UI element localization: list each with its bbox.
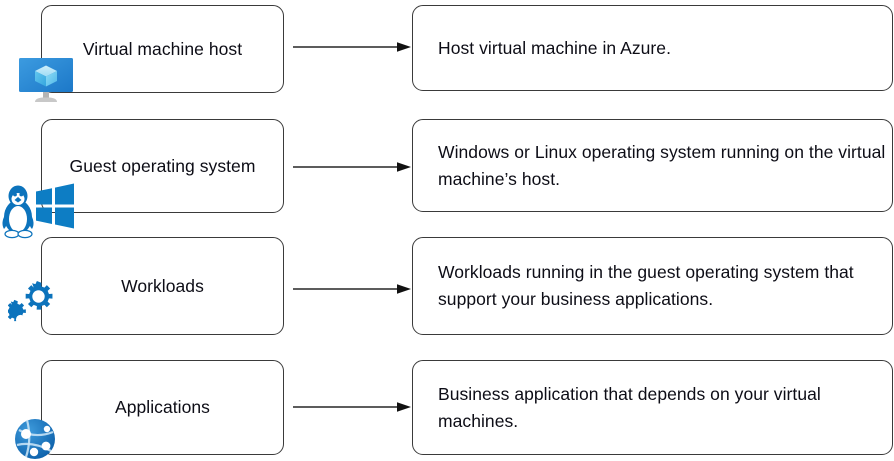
description-label: Host virtual machine in Azure. xyxy=(438,37,671,58)
description-box-guest-operating-system[interactable]: Windows or Linux operating system runnin… xyxy=(412,119,893,212)
term-label: Guest operating system xyxy=(69,155,256,176)
azure-virtual-machine-icon xyxy=(19,58,73,102)
network-globe-icon xyxy=(15,419,55,459)
linux-penguin-windows-logo-icon xyxy=(2,183,74,239)
term-box-applications[interactable]: Applications xyxy=(41,360,284,455)
arrow-right-icon-row4 xyxy=(293,402,411,412)
term-label: Applications xyxy=(115,397,210,417)
gears-icon xyxy=(8,280,53,325)
term-box-guest-operating-system[interactable]: Guest operating system xyxy=(41,119,284,213)
arrow-right-icon-row1 xyxy=(293,42,411,52)
term-label: Virtual machine host xyxy=(82,38,243,59)
term-box-virtual-machine-host[interactable]: Virtual machine host xyxy=(41,5,284,93)
description-box-virtual-machine-host[interactable]: Host virtual machine in Azure. xyxy=(412,5,893,91)
arrow-right-icon-row2 xyxy=(293,162,411,172)
description-label: Business application that depends on you… xyxy=(438,383,821,431)
term-box-workloads[interactable]: Workloads xyxy=(41,237,284,335)
description-box-workloads[interactable]: Workloads running in the guest operating… xyxy=(412,237,893,335)
linux-penguin-glyph xyxy=(2,185,34,239)
windows-logo-glyph xyxy=(36,183,74,229)
description-box-applications[interactable]: Business application that depends on you… xyxy=(412,360,893,455)
description-label: Windows or Linux operating system runnin… xyxy=(438,141,886,189)
arrow-right-icon-row3 xyxy=(293,284,411,294)
description-label: Workloads running in the guest operating… xyxy=(438,262,854,309)
term-label: Workloads xyxy=(121,275,204,296)
